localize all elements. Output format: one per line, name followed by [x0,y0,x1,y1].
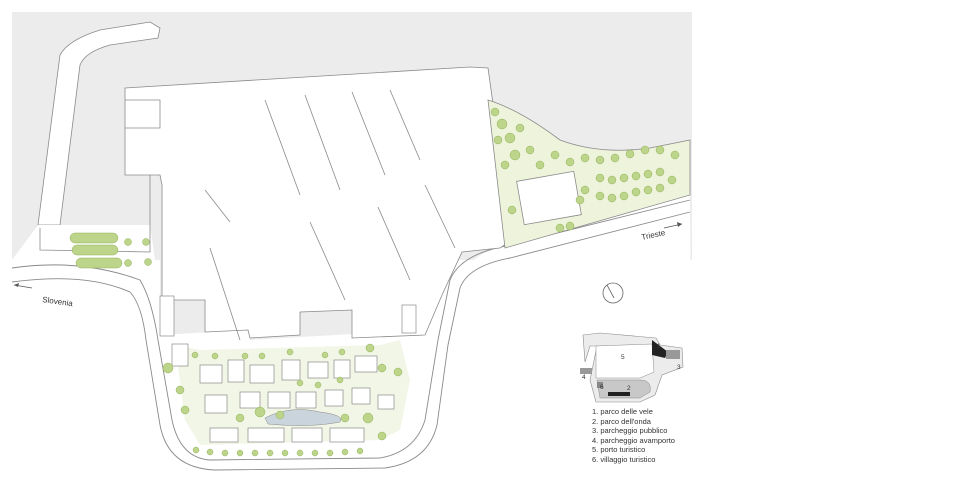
west-breakwater [37,21,161,226]
key-map-number-1: 1 [657,343,661,350]
coastal-road-north-edge [11,199,691,461]
key-map-number-4: 4 [582,374,586,381]
east-arrow-icon [677,222,682,227]
north-arrow-compass [602,282,624,304]
sports-field [516,170,582,226]
coastal-road-south-edge [11,211,691,471]
village-trees [162,343,403,457]
legend-item: 2. parco dell'onda [592,416,651,426]
key-map: 5 1 3 4 6 2 [580,332,684,403]
legend-item: 6. villaggio turistico [592,454,656,464]
west-arrow-icon [14,283,19,287]
west-park-trees [69,232,152,269]
legend: 1. parco delle vele 2. parco dell'onda 3… [592,407,675,465]
legend-item: 4. parcheggio avamporto [592,435,675,445]
marina-pier-platform [124,66,513,339]
pier-fingers [204,89,456,341]
legend-item: 5. porto turistico [592,445,646,455]
east-park-trees [490,107,680,233]
key-map-number-6: 6 [600,384,604,391]
key-map-number-2: 2 [627,385,631,392]
land-mass [12,195,692,500]
west-road-label: Slovenia [42,295,74,308]
legend-item: 3. parcheggio pubblico [592,426,668,436]
key-map-number-3: 3 [677,364,681,371]
key-map-number-5: 5 [621,354,625,361]
legend-item: 1. parco delle vele [592,407,653,416]
